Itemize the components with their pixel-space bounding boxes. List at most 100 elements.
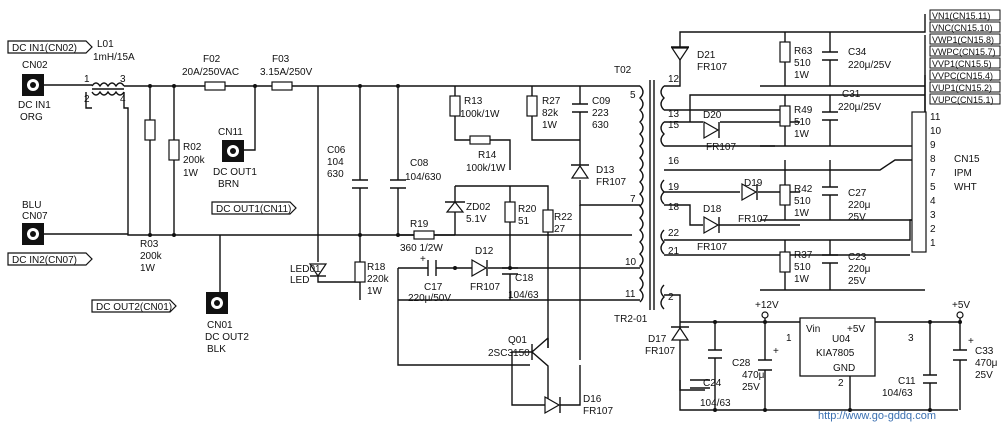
tag-dc-in1: DC IN1(CN02) — [7, 40, 93, 54]
tag-dc-out2: DC OUT2(CN01) — [91, 299, 177, 313]
r02-power: 1W — [183, 168, 199, 179]
c33-label: C33 — [975, 346, 994, 357]
cn15-pin11: 11 — [930, 112, 941, 123]
d16-label: D16 — [583, 394, 602, 405]
u04-part: KIA7805 — [816, 348, 855, 359]
r37-label: R37 — [794, 250, 813, 261]
cn15-label-vvpc: VVPC(CN15.4) — [932, 71, 993, 81]
c23-label: C23 — [848, 252, 867, 263]
u04-pin3: 3 — [908, 333, 914, 344]
connector-cn07 — [22, 223, 44, 245]
cn07-label: CN07 — [22, 211, 48, 222]
t02-pin11: 11 — [625, 289, 636, 300]
c18-label: C18 — [515, 273, 534, 284]
t02-core — [649, 80, 655, 310]
cn01-name: DC OUT2 — [205, 332, 249, 343]
cn15-pin9: 9 — [930, 140, 936, 151]
r20-value: 51 — [518, 216, 530, 227]
q01-value: 2SC3150 — [488, 348, 530, 359]
led01-value: LED — [290, 275, 309, 286]
cn15-pin8: 8 — [930, 154, 936, 165]
c27-value: 220μ — [848, 200, 871, 211]
cn15-connector — [911, 111, 927, 253]
c17-value: 220μ/50V — [408, 293, 451, 304]
cn15-label-vwp1: VWP1(CN15.8) — [932, 35, 994, 45]
d12-value: FR107 — [470, 282, 500, 293]
d17-label: D17 — [648, 334, 667, 345]
cn11-name: DC OUT1 — [213, 167, 257, 178]
t02-pin18: 18 — [668, 202, 680, 213]
resistor-r02-body — [168, 139, 180, 161]
cn15-pin4: 4 — [930, 196, 936, 207]
c33-plus: + — [968, 336, 974, 347]
resistor-r20-body — [504, 201, 516, 223]
diode-d13 — [570, 164, 590, 179]
r27-label: R27 — [542, 96, 561, 107]
terminal-12v — [761, 311, 769, 319]
c34-value: 220μ/25V — [848, 60, 891, 71]
r37-value: 510 — [794, 262, 811, 273]
d20-value: FR107 — [706, 142, 736, 153]
regulator-u04 — [799, 317, 876, 377]
tag-dc-in2: DC IN2(CN07) — [7, 252, 93, 266]
r27-value: 82k — [542, 108, 559, 119]
u04-vout: +5V — [847, 324, 865, 335]
cn15-label-vnc: VNC(CN15.10) — [932, 23, 993, 33]
r37-power: 1W — [794, 274, 810, 285]
cn15-ipm: IPM — [954, 168, 972, 179]
r18-label: R18 — [367, 262, 386, 273]
cn15-color: WHT — [954, 182, 977, 193]
l01-coil — [91, 82, 125, 96]
cap-c09 — [572, 103, 588, 113]
resistor-r27-body — [526, 95, 538, 117]
d18-label: D18 — [703, 204, 722, 215]
u04-vin: Vin — [806, 324, 820, 335]
cn15-labels — [929, 9, 1001, 105]
r03-value: 200k — [140, 251, 163, 262]
l01-pin1: 1 — [84, 74, 90, 85]
t02-pin2: 2 — [668, 292, 674, 303]
t02-pin19: 19 — [668, 182, 680, 193]
c18-value: 104/63 — [508, 290, 539, 301]
t02-secondary — [660, 85, 665, 310]
c33-voltage: 25V — [975, 370, 993, 381]
cn01-label: CN01 — [207, 320, 233, 331]
t02-pin13: 13 — [668, 109, 680, 120]
led-led01 — [308, 263, 328, 278]
cn15-label-vvp1: VVP1(CN15.5) — [932, 59, 992, 69]
r22-value: 27 — [554, 224, 566, 235]
r19-value: 360 1/2W — [400, 243, 443, 254]
d18-value: FR107 — [697, 242, 727, 253]
r63-value: 510 — [794, 58, 811, 69]
l01-pin3: 3 — [120, 74, 126, 85]
c33-value: 470μ — [975, 358, 998, 369]
t02-pin10: 10 — [625, 257, 637, 268]
cn15-label-vupc: VUPC(CN15.1) — [932, 95, 994, 105]
l01-pin4: 4 — [120, 94, 126, 105]
d20-label: D20 — [703, 110, 722, 121]
r14-value: 100k/1W — [466, 163, 506, 174]
c31-value: 220μ/25V — [838, 102, 881, 113]
t02-pin5: 5 — [630, 90, 636, 101]
zd02-value: 5.1V — [466, 214, 487, 225]
resistor-r22-body — [542, 209, 554, 233]
c28-label: C28 — [732, 358, 751, 369]
tag-dc-in1-text: DC IN1(CN02) — [12, 43, 77, 54]
r14-label: R14 — [478, 150, 497, 161]
r19-label: R19 — [410, 219, 429, 230]
terminal-5v — [956, 311, 964, 319]
c28-voltage: 25V — [742, 382, 760, 393]
cn07-color: BLU — [22, 200, 41, 211]
cn15-label-vn1: VN1(CN15.11) — [932, 11, 990, 21]
cn15-pin7: 7 — [930, 168, 936, 179]
c17-label: C17 — [424, 282, 443, 293]
r18-power: 1W — [367, 286, 383, 297]
c17-plus: + — [420, 254, 426, 265]
fuse-f03 — [271, 81, 293, 91]
c09-voltage: 630 — [592, 120, 609, 131]
f03-label: F03 — [272, 54, 290, 65]
diode-d18 — [703, 215, 720, 235]
r20-label: R20 — [518, 204, 537, 215]
cn15-name: CN15 — [954, 154, 980, 165]
r42-value: 510 — [794, 196, 811, 207]
